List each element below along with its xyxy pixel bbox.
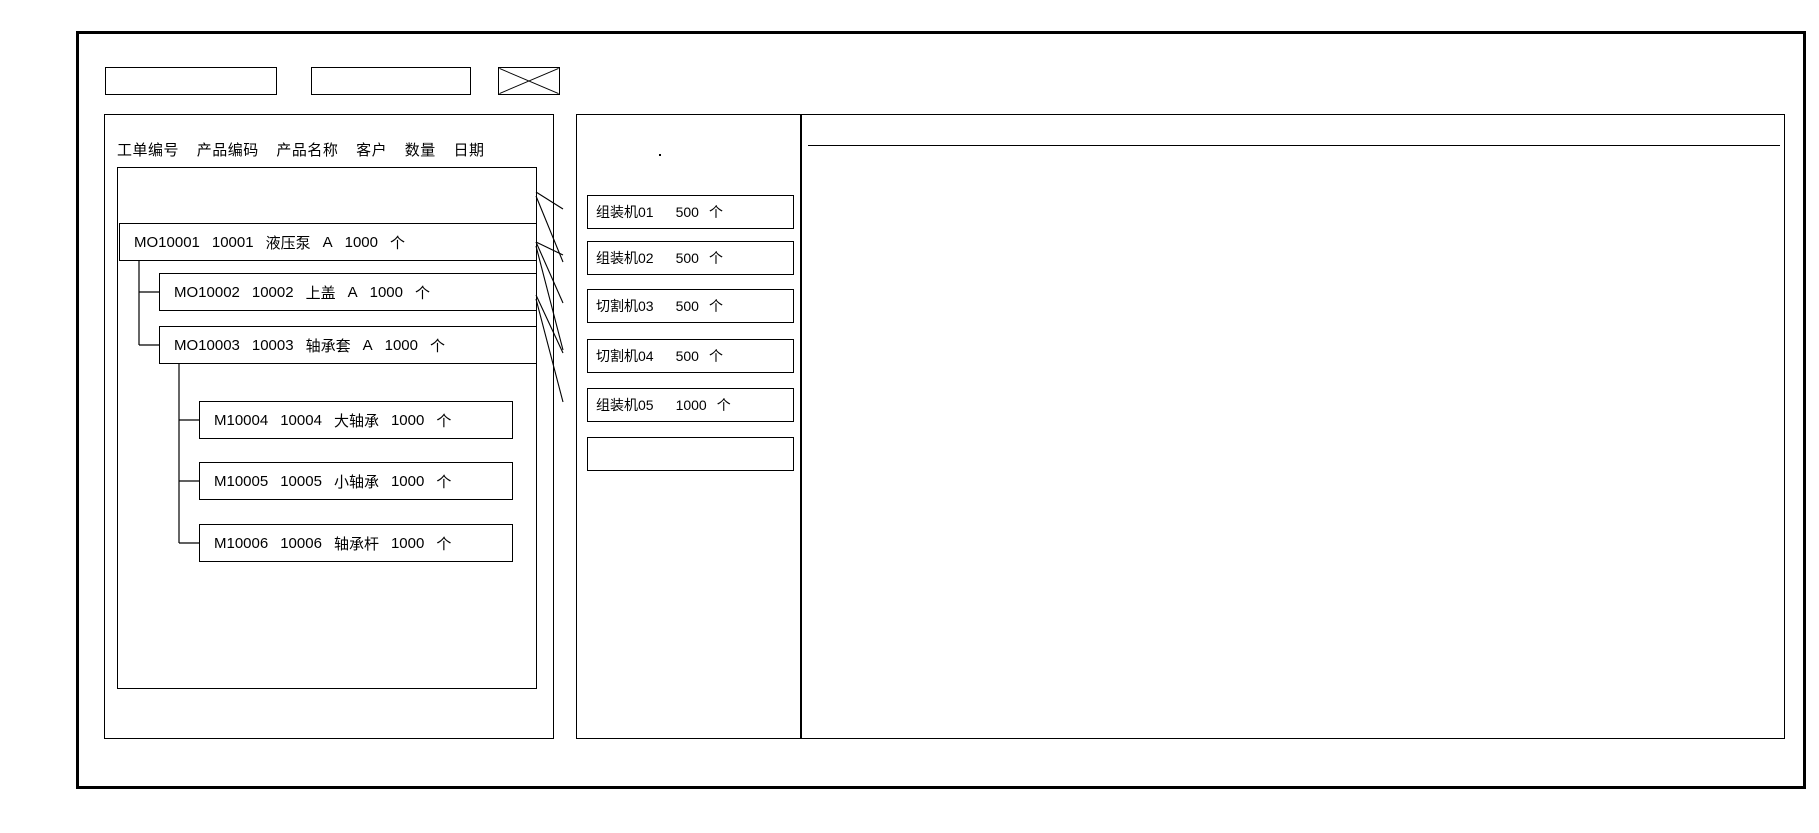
machine-row[interactable]: 切割机03 500 个 [587, 289, 794, 323]
tree-row[interactable]: MO10003 10003 轴承套 A 1000 个 [159, 326, 537, 364]
row-unit: 个 [436, 473, 452, 491]
machine-name: 组装机02 [596, 250, 654, 266]
machine-row[interactable]: 切割机04 500 个 [587, 339, 794, 373]
machine-unit: 个 [708, 298, 723, 314]
row-unit: 个 [436, 412, 452, 430]
machine-row[interactable]: 组装机01 500 个 [587, 195, 794, 229]
row-order-no: M10006 [214, 534, 269, 552]
machine-row-empty[interactable] [587, 437, 794, 471]
row-quantity: 1000 [390, 534, 425, 552]
tree-row[interactable]: MO10002 10002 上盖 A 1000 个 [159, 273, 537, 311]
row-product-name: 液压泵 [265, 234, 311, 252]
machine-quantity: 500 [675, 204, 699, 220]
machine-name: 切割机04 [596, 348, 654, 364]
toolbar-field-2[interactable] [311, 67, 471, 95]
row-quantity: 1000 [390, 472, 425, 490]
row-quantity: 1000 [390, 411, 425, 429]
toolbar-field-1[interactable] [105, 67, 277, 95]
row-quantity: 1000 [344, 233, 378, 251]
row-product-name: 轴承套 [305, 337, 351, 355]
row-quantity: 1000 [369, 283, 403, 301]
machine-unit: 个 [708, 204, 723, 220]
row-customer: A [362, 336, 373, 354]
column-header-product-code: 产品编码 [196, 142, 259, 159]
machine-row[interactable]: 组装机05 1000 个 [587, 388, 794, 422]
row-customer: A [322, 233, 333, 251]
row-order-no: MO10003 [174, 336, 240, 354]
machine-quantity: 500 [675, 348, 699, 364]
row-order-no: M10004 [214, 411, 269, 429]
cursor-dot-icon [659, 154, 661, 156]
machine-name: 切割机03 [596, 298, 654, 314]
machine-unit: 个 [708, 348, 723, 364]
column-header-date: 日期 [453, 142, 485, 159]
tree-row[interactable]: M10005 10005 小轴承 1000 个 [199, 462, 513, 500]
row-unit: 个 [415, 284, 431, 302]
column-header-order-no: 工单编号 [117, 142, 180, 159]
detail-grid-panel [801, 114, 1785, 739]
row-order-no: M10005 [214, 472, 269, 490]
app-window: 工单编号 产品编码 产品名称 客户 数量 日期 MO10001 10001 液压… [76, 31, 1806, 789]
machine-name: 组装机01 [596, 204, 654, 220]
machine-unit: 个 [708, 250, 723, 266]
machine-quantity: 500 [675, 298, 699, 314]
machine-quantity: 1000 [675, 397, 707, 413]
crossed-box-icon[interactable] [498, 67, 560, 95]
row-product-name: 大轴承 [333, 412, 379, 430]
row-product-code: 10005 [280, 472, 322, 490]
row-product-code: 10002 [251, 283, 294, 301]
machine-quantity: 500 [675, 250, 699, 266]
column-header-product-name: 产品名称 [276, 142, 339, 159]
detail-grid-header-divider [808, 145, 1780, 146]
row-product-code: 10004 [280, 411, 322, 429]
work-order-column-headers: 工单编号 产品编码 产品名称 客户 数量 日期 [117, 139, 497, 160]
row-product-code: 10006 [280, 534, 322, 552]
crossed-box-glyph [499, 68, 559, 94]
toolbar [105, 67, 560, 95]
row-customer: A [347, 283, 358, 301]
row-unit: 个 [390, 234, 406, 252]
row-product-name: 小轴承 [333, 473, 379, 491]
row-product-code: 10003 [251, 336, 294, 354]
machine-row[interactable]: 组装机02 500 个 [587, 241, 794, 275]
row-product-name: 上盖 [305, 284, 336, 302]
column-header-customer: 客户 [356, 142, 388, 159]
tree-row[interactable]: M10004 10004 大轴承 1000 个 [199, 401, 513, 439]
row-product-code: 10001 [211, 233, 254, 251]
row-order-no: MO10001 [134, 233, 200, 251]
row-unit: 个 [430, 337, 446, 355]
machine-name: 组装机05 [596, 397, 654, 413]
row-unit: 个 [436, 535, 452, 553]
row-order-no: MO10002 [174, 283, 240, 301]
tree-row[interactable]: MO10001 10001 液压泵 A 1000 个 [119, 223, 537, 261]
tree-row[interactable]: M10006 10006 轴承杆 1000 个 [199, 524, 513, 562]
work-order-tree-panel: 工单编号 产品编码 产品名称 客户 数量 日期 MO10001 10001 液压… [104, 114, 554, 739]
row-product-name: 轴承杆 [333, 535, 379, 553]
machine-assignment-panel: 组装机01 500 个 组装机02 500 个 切割机03 500 个 切割机0… [576, 114, 801, 739]
machine-unit: 个 [716, 397, 731, 413]
column-header-quantity: 数量 [404, 142, 436, 159]
row-quantity: 1000 [384, 336, 418, 354]
